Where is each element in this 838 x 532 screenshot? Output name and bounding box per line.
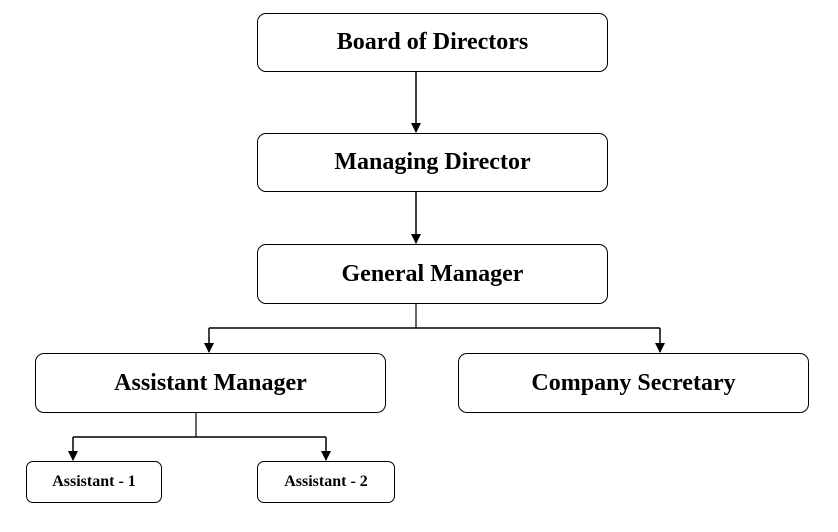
- node-label: Assistant Manager: [114, 369, 307, 396]
- node-label: Board of Directors: [336, 29, 529, 55]
- node-label: General Manager: [341, 260, 524, 287]
- node-assistant-manager: Assistant Manager: [35, 353, 386, 413]
- node-board-of-directors: Board of Directors: [257, 13, 608, 72]
- node-assistant-1: Assistant - 1: [26, 461, 162, 503]
- node-managing-director: Managing Director: [257, 133, 608, 192]
- node-general-manager: General Manager: [257, 244, 608, 304]
- node-company-secretary: Company Secretary: [458, 353, 809, 413]
- node-label: Assistant - 1: [52, 473, 136, 490]
- node-label: Company Secretary: [531, 369, 736, 396]
- edge-assistant-manager-split: [73, 413, 326, 438]
- edge-general-manager-split: [209, 304, 660, 329]
- node-label: Managing Director: [334, 149, 531, 175]
- node-label: Assistant - 2: [284, 473, 368, 490]
- node-assistant-2: Assistant - 2: [257, 461, 395, 503]
